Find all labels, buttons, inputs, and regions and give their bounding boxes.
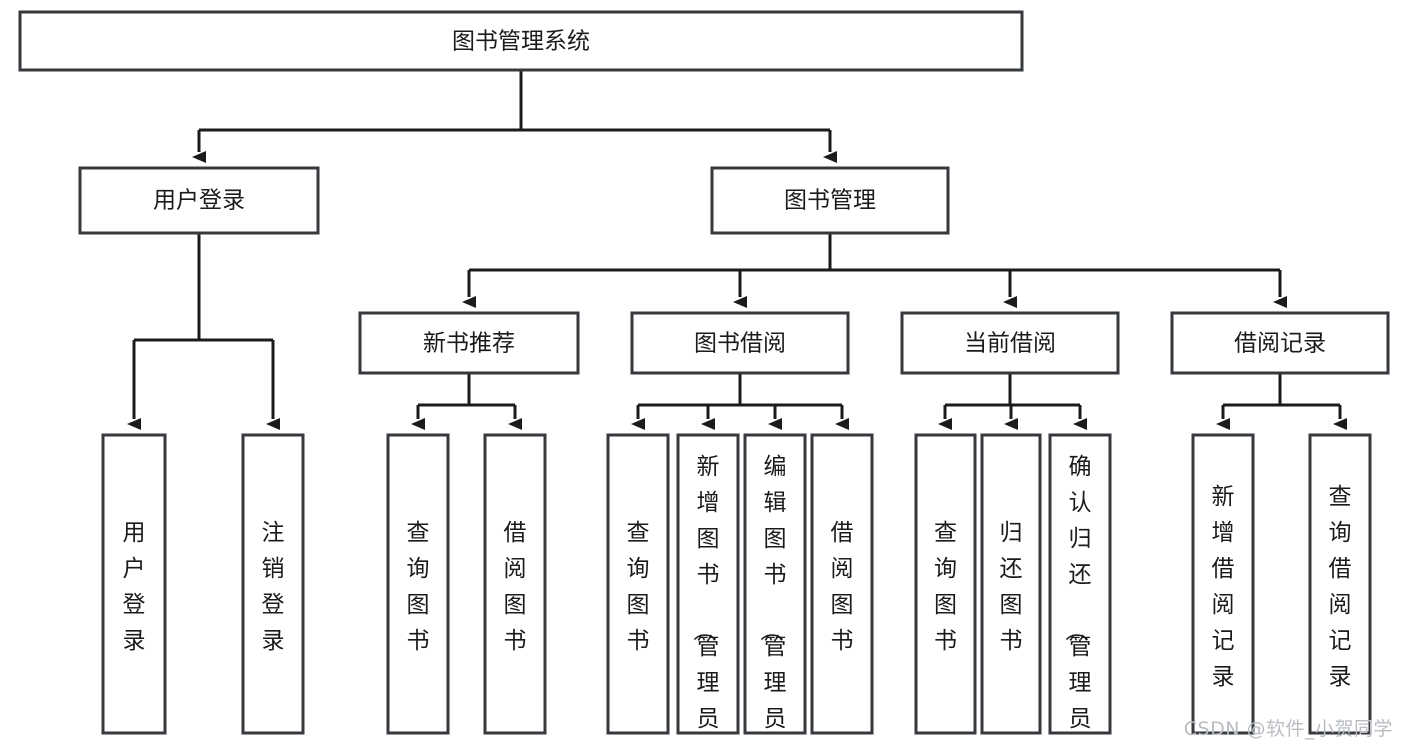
node-leaf-query-book-3-label: 查询图书 — [934, 520, 957, 654]
node-leaf-borrow-book-1[interactable]: 借阅图书 — [483, 433, 547, 735]
node-leaf-user-logout[interactable]: 注销登录 — [241, 433, 305, 735]
node-book-borrow-box[interactable] — [630, 311, 850, 375]
connector-group-borrow-record-to-leaves — [1216, 373, 1347, 430]
node-leaf-query-record-box[interactable] — [1308, 433, 1372, 735]
node-new-book-recommend[interactable]: 新书推荐 — [358, 311, 580, 375]
node-current-borrow[interactable]: 当前借阅 — [900, 311, 1120, 375]
node-leaf-add-book-box[interactable] — [676, 433, 740, 735]
node-leaf-user-login[interactable]: 用户登录 — [101, 433, 167, 735]
node-leaf-query-book-1-box[interactable] — [386, 433, 450, 735]
node-leaf-add-record-label: 新增借阅记录 — [1212, 484, 1235, 690]
node-leaf-borrow-book-2-label: 借阅图书 — [831, 520, 854, 654]
node-leaf-query-book-2[interactable]: 查询图书 — [606, 433, 670, 735]
node-borrow-record-box[interactable] — [1170, 311, 1390, 375]
node-leaf-user-logout-label: 注销登录 — [262, 520, 285, 654]
node-leaf-user-login-box[interactable] — [101, 433, 167, 735]
connector-group-book-borrow-to-leaves — [631, 373, 849, 430]
node-leaf-borrow-book-1-label: 借阅图书 — [504, 520, 527, 654]
node-leaf-query-book-3-box[interactable] — [914, 433, 977, 735]
node-leaf-query-book-1-label: 查询图书 — [407, 520, 430, 654]
node-leaf-query-book-3[interactable]: 查询图书 — [914, 433, 977, 735]
node-book-borrow-label: 图书借阅 — [694, 331, 786, 357]
node-leaf-return-book-label: 归还图书 — [1000, 520, 1023, 654]
node-user-login-label: 用户登录 — [153, 188, 245, 214]
node-leaf-add-record-box[interactable] — [1191, 433, 1255, 735]
node-leaf-edit-book[interactable]: 编辑图书（管理员） — [743, 433, 807, 747]
node-root-box[interactable] — [18, 10, 1024, 72]
node-root-label: 图书管理系统 — [452, 29, 590, 55]
node-leaf-user-logout-box[interactable] — [241, 433, 305, 735]
node-leaf-query-book-1[interactable]: 查询图书 — [386, 433, 450, 735]
node-book-manage-box[interactable] — [710, 166, 950, 235]
node-user-login-box[interactable] — [78, 166, 320, 235]
node-leaf-borrow-book-2[interactable]: 借阅图书 — [810, 433, 874, 735]
node-new-book-recommend-label: 新书推荐 — [423, 331, 515, 357]
leaf-node-layer: 用户登录 注销登录 查询图书 借阅图书 查询图书 新增图书（管理员） 编辑图书（管理员） 借阅… — [101, 433, 1372, 747]
node-leaf-query-book-2-box[interactable] — [606, 433, 670, 735]
node-leaf-user-login-label: 用户登录 — [123, 520, 146, 654]
node-leaf-query-record-label: 查询借阅记录 — [1329, 484, 1352, 690]
connector-group-new-book-recommend-to-leaves — [411, 373, 522, 430]
connector-group-root-to-level2 — [192, 70, 837, 163]
node-leaf-edit-book-box[interactable] — [743, 433, 807, 735]
node-borrow-record[interactable]: 借阅记录 — [1170, 311, 1390, 375]
node-root[interactable]: 图书管理系统 — [18, 10, 1024, 72]
node-leaf-confirm-return-label: 确认归还（管理员） — [1063, 454, 1092, 747]
node-leaf-confirm-return[interactable]: 确认归还（管理员） — [1048, 433, 1112, 747]
node-leaf-return-book[interactable]: 归还图书 — [980, 433, 1042, 735]
node-leaf-return-book-box[interactable] — [980, 433, 1042, 735]
node-borrow-record-label: 借阅记录 — [1234, 331, 1326, 357]
node-new-book-recommend-box[interactable] — [358, 311, 580, 375]
node-leaf-query-record[interactable]: 查询借阅记录 — [1308, 433, 1372, 735]
node-leaf-add-record[interactable]: 新增借阅记录 — [1191, 433, 1255, 735]
node-book-manage-label: 图书管理 — [784, 188, 876, 214]
node-user-login[interactable]: 用户登录 — [78, 166, 320, 235]
node-leaf-add-book-label: 新增图书（管理员） — [691, 454, 720, 747]
connector-group-current-borrow-to-leaves — [938, 373, 1087, 430]
node-leaf-add-book[interactable]: 新增图书（管理员） — [676, 433, 740, 747]
node-leaf-edit-book-label: 编辑图书（管理员） — [758, 454, 787, 747]
connector-group-book-manage-to-level3 — [462, 233, 1287, 308]
node-leaf-borrow-book-2-box[interactable] — [810, 433, 874, 735]
node-book-borrow[interactable]: 图书借阅 — [630, 311, 850, 375]
node-leaf-query-book-2-label: 查询图书 — [627, 520, 650, 654]
connector-group-user-login-to-leaves — [127, 233, 280, 430]
node-current-borrow-label: 当前借阅 — [964, 331, 1056, 357]
node-leaf-borrow-book-1-box[interactable] — [483, 433, 547, 735]
node-book-manage[interactable]: 图书管理 — [710, 166, 950, 235]
node-current-borrow-box[interactable] — [900, 311, 1120, 375]
node-leaf-confirm-return-box[interactable] — [1048, 433, 1112, 735]
